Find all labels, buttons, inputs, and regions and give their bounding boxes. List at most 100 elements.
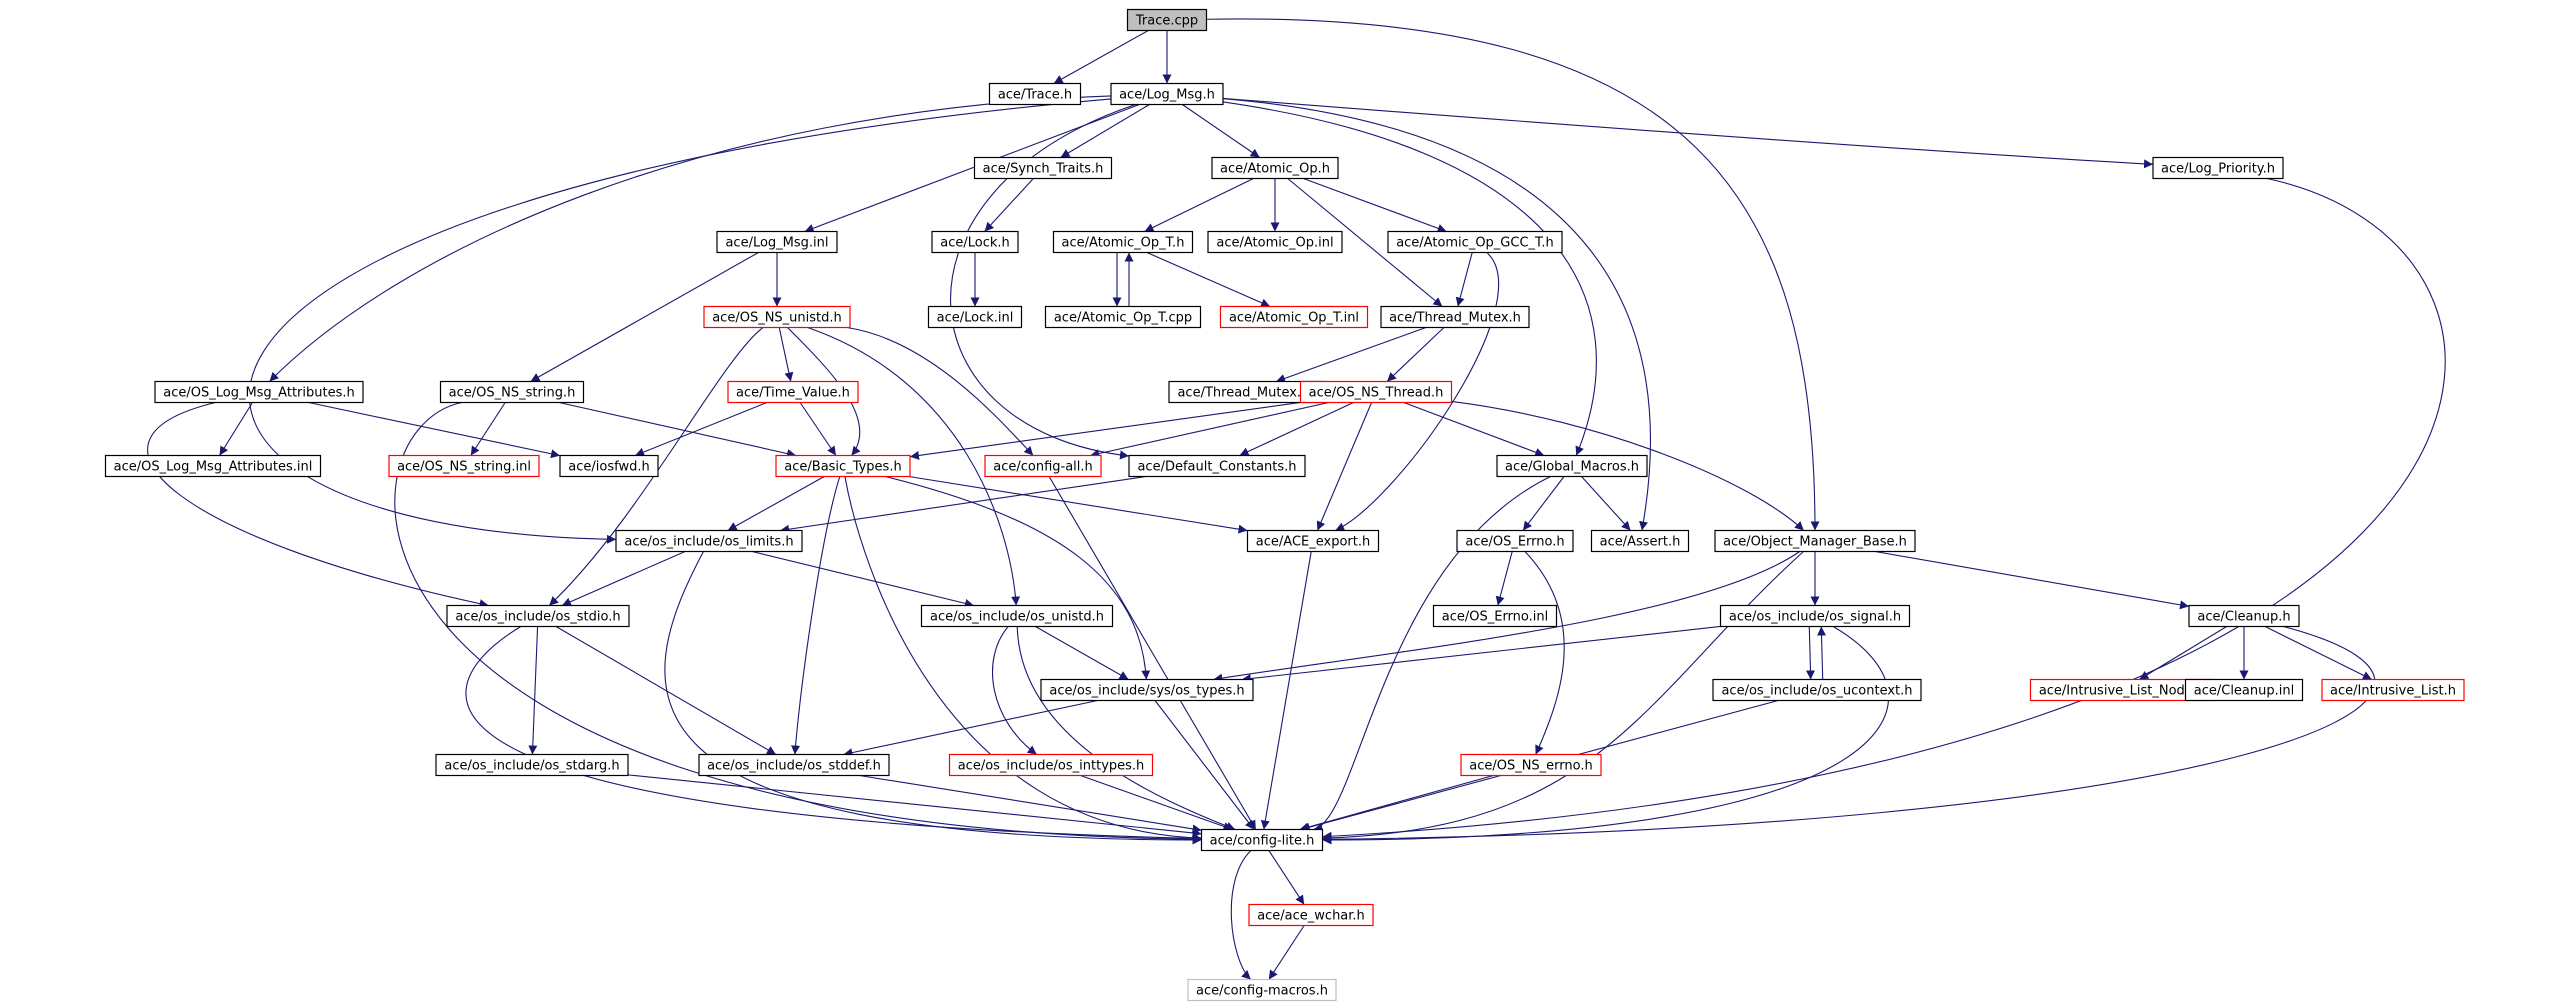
node-box xyxy=(2321,678,2465,702)
node-label: ace/Atomic_Op_GCC_T.h xyxy=(1396,236,1554,251)
edge-thread-mutex-h-to-os-ns-thread-h xyxy=(1386,327,1445,382)
node-label: ace/Atomic_Op_T.cpp xyxy=(1054,311,1192,326)
node-os-signal-h[interactable]: ace/os_include/os_signal.h xyxy=(1719,604,1911,628)
node-iosfwd-h[interactable]: ace/iosfwd.h xyxy=(559,454,659,478)
node-label: ace/os_include/os_stddef.h xyxy=(707,759,881,774)
node-label: ace/iosfwd.h xyxy=(568,460,649,475)
node-box xyxy=(698,753,890,777)
edge-config-lite-h-to-ace-wchar-h xyxy=(1268,850,1305,905)
node-box xyxy=(984,454,1102,478)
node-label: ace/OS_Log_Msg_Attributes.h xyxy=(163,386,354,401)
node-atomic-op-gcc-t-h[interactable]: ace/Atomic_Op_GCC_T.h xyxy=(1387,230,1563,254)
node-label: ace/OS_Errno.h xyxy=(1465,535,1564,550)
node-os-errno-inl[interactable]: ace/OS_Errno.inl xyxy=(1432,604,1558,628)
node-object-manager-base-h[interactable]: ace/Object_Manager_Base.h xyxy=(1714,529,1916,553)
node-label: ace/Intrusive_List.h xyxy=(2330,684,2456,699)
node-os-limits-h[interactable]: ace/os_include/os_limits.h xyxy=(615,529,803,553)
edge-os-stdio-h-to-os-stdarg-h xyxy=(528,626,539,755)
edge-log-priority-h-to-config-lite-h xyxy=(1322,177,2446,841)
node-os-unistd-h[interactable]: ace/os_include/os_unistd.h xyxy=(920,604,1114,628)
node-atomic-op-t-h[interactable]: ace/Atomic_Op_T.h xyxy=(1052,230,1194,254)
node-atomic-op-t-inl[interactable]: ace/Atomic_Op_T.inl xyxy=(1219,305,1369,329)
node-os-ns-string-h[interactable]: ace/OS_NS_string.h xyxy=(439,380,585,404)
edge-sys-os-types-h-to-os-stddef-h xyxy=(843,699,1098,758)
edge-atomic-op-h-to-thread-mutex-h xyxy=(1287,178,1443,307)
node-box xyxy=(1712,678,1922,702)
node-box xyxy=(104,454,322,478)
node-box xyxy=(931,230,1019,254)
node-trace-cpp[interactable]: Trace.cpp xyxy=(1126,8,1208,32)
node-cleanup-h[interactable]: ace/Cleanup.h xyxy=(2188,604,2300,628)
node-default-constants-h[interactable]: ace/Default_Constants.h xyxy=(1128,454,1306,478)
node-lock-h[interactable]: ace/Lock.h xyxy=(931,230,1019,254)
node-os-ns-thread-h[interactable]: ace/OS_NS_Thread.h xyxy=(1299,380,1453,404)
node-basic-types-h[interactable]: ace/Basic_Types.h xyxy=(775,454,911,478)
node-box xyxy=(1110,82,1224,106)
node-os-ns-errno-h[interactable]: ace/OS_NS_errno.h xyxy=(1460,753,1602,777)
node-lock-inl[interactable]: ace/Lock.inl xyxy=(927,305,1023,329)
node-atomic-op-h[interactable]: ace/Atomic_Op.h xyxy=(1211,156,1339,180)
node-cleanup-inl[interactable]: ace/Cleanup.inl xyxy=(2184,678,2304,702)
node-atomic-op-t-cpp[interactable]: ace/Atomic_Op_T.cpp xyxy=(1044,305,1202,329)
node-time-value-h[interactable]: ace/Time_Value.h xyxy=(727,380,859,404)
node-thread-mutex-inl[interactable]: ace/Thread_Mutex.inl xyxy=(1168,380,1326,404)
node-log-msg-h[interactable]: ace/Log_Msg.h xyxy=(1110,82,1224,106)
node-config-lite-h[interactable]: ace/config-lite.h xyxy=(1200,828,1324,852)
edge-synch-traits-h-to-lock-h xyxy=(984,178,1034,232)
node-os-log-msg-attributes-h[interactable]: ace/OS_Log_Msg_Attributes.h xyxy=(154,380,364,404)
edge-os-stdio-h-to-config-lite-h xyxy=(465,626,1202,843)
node-label: ace/Basic_Types.h xyxy=(784,460,901,475)
node-config-macros-h[interactable]: ace/config-macros.h xyxy=(1187,978,1337,1002)
edge-ace-wchar-h-to-config-macros-h xyxy=(1268,925,1305,980)
node-os-inttypes-h[interactable]: ace/os_include/os_inttypes.h xyxy=(948,753,1154,777)
node-log-priority-h[interactable]: ace/Log_Priority.h xyxy=(2152,156,2284,180)
node-label: ace/Thread_Mutex.inl xyxy=(1177,386,1316,401)
node-box xyxy=(1207,230,1343,254)
edge-os-ns-thread-h-to-basic-types-h xyxy=(909,401,1301,460)
node-os-ucontext-h[interactable]: ace/os_include/os_ucontext.h xyxy=(1712,678,1922,702)
edge-global-macros-h-to-os-errno-h xyxy=(1522,476,1565,531)
edge-os-log-msg-attributes-h-to-os-log-msg-attributes-inl xyxy=(219,402,253,456)
node-os-log-msg-attributes-inl[interactable]: ace/OS_Log_Msg_Attributes.inl xyxy=(104,454,322,478)
node-os-stddef-h[interactable]: ace/os_include/os_stddef.h xyxy=(698,753,890,777)
node-synch-traits-h[interactable]: ace/Synch_Traits.h xyxy=(973,156,1113,180)
edge-log-msg-h-to-log-msg-inl xyxy=(804,103,1140,233)
node-os-ns-unistd-h[interactable]: ace/OS_NS_unistd.h xyxy=(703,305,851,329)
node-label: ace/Log_Priority.h xyxy=(2161,162,2275,177)
node-label: ace/ACE_export.h xyxy=(1256,535,1370,550)
node-box xyxy=(2184,678,2304,702)
node-trace-h[interactable]: ace/Trace.h xyxy=(988,82,1082,106)
node-box xyxy=(1460,753,1602,777)
node-box xyxy=(1126,8,1208,32)
edge-time-value-h-to-basic-types-h xyxy=(799,402,837,456)
node-atomic-op-inl[interactable]: ace/Atomic_Op.inl xyxy=(1207,230,1343,254)
edge-os-unistd-h-to-sys-os-types-h xyxy=(1035,626,1129,680)
node-label: ace/OS_NS_Thread.h xyxy=(1309,386,1444,401)
edge-os-ns-unistd-h-to-time-value-h xyxy=(778,327,794,382)
node-config-all-h[interactable]: ace/config-all.h xyxy=(984,454,1102,478)
node-box xyxy=(1496,454,1648,478)
node-os-stdio-h[interactable]: ace/os_include/os_stdio.h xyxy=(446,604,630,628)
nodes-layer: Trace.cpp ace/Trace.h ace/Log_Msg.h ace/Syn… xyxy=(104,8,2465,1002)
node-assert-h[interactable]: ace/Assert.h xyxy=(1590,529,1690,553)
node-label: Trace.cpp xyxy=(1135,14,1198,29)
node-ace-export-h[interactable]: ace/ACE_export.h xyxy=(1246,529,1380,553)
node-box xyxy=(703,305,851,329)
node-intrusive-list-h[interactable]: ace/Intrusive_List.h xyxy=(2321,678,2465,702)
node-os-ns-string-inl[interactable]: ace/OS_NS_string.inl xyxy=(388,454,540,478)
node-box xyxy=(1187,978,1337,1002)
node-label: ace/os_include/os_inttypes.h xyxy=(958,759,1145,774)
node-sys-os-types-h[interactable]: ace/os_include/sys/os_types.h xyxy=(1040,678,1254,702)
node-box xyxy=(727,380,859,404)
edge-global-macros-h-to-config-lite-h xyxy=(1313,476,1551,833)
node-os-stdarg-h[interactable]: ace/os_include/os_stdarg.h xyxy=(435,753,629,777)
node-os-errno-h[interactable]: ace/OS_Errno.h xyxy=(1456,529,1574,553)
node-log-msg-inl[interactable]: ace/Log_Msg.inl xyxy=(716,230,838,254)
node-thread-mutex-h[interactable]: ace/Thread_Mutex.h xyxy=(1380,305,1530,329)
node-global-macros-h[interactable]: ace/Global_Macros.h xyxy=(1496,454,1648,478)
node-label: ace/Cleanup.h xyxy=(2197,610,2290,625)
node-label: ace/Assert.h xyxy=(1600,535,1681,550)
node-box xyxy=(1211,156,1339,180)
node-ace-wchar-h[interactable]: ace/ace_wchar.h xyxy=(1248,903,1374,927)
